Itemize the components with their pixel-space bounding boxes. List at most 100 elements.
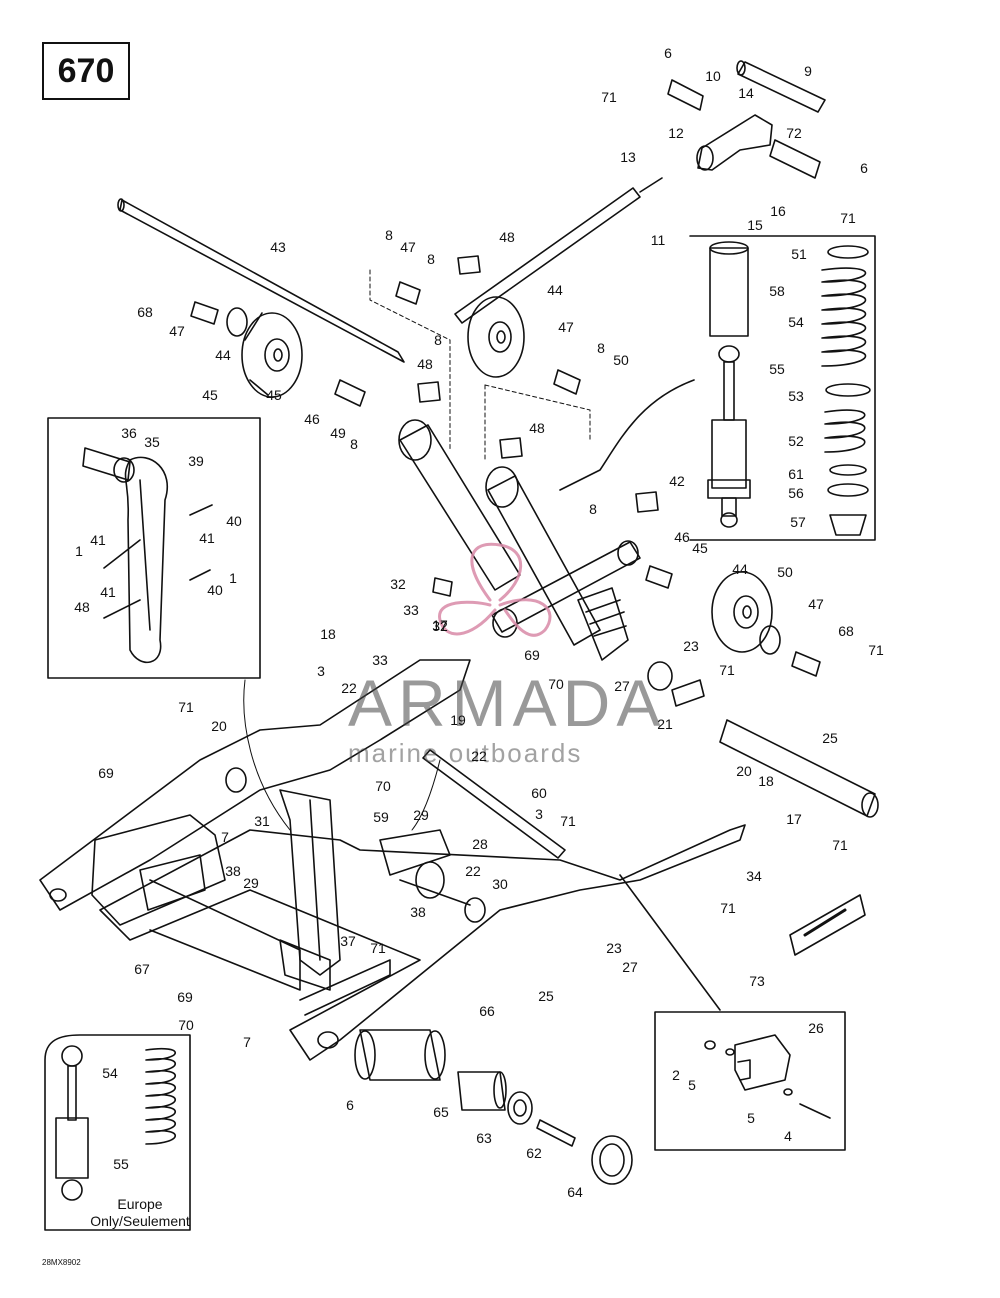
part-callout: 47 bbox=[169, 323, 185, 339]
part-callout: 8 bbox=[434, 332, 442, 348]
part-callout: 8 bbox=[589, 501, 597, 517]
inset-panel-26 bbox=[619, 874, 846, 1151]
inset-bracket-39 bbox=[47, 417, 261, 679]
europe-inset bbox=[44, 1034, 191, 1231]
part-callout: 72 bbox=[786, 125, 802, 141]
part-callout: 17 bbox=[786, 811, 802, 827]
drawing-code: 28MX8902 bbox=[42, 1258, 81, 1267]
part-callout: 55 bbox=[769, 361, 785, 377]
part-callout: 48 bbox=[74, 599, 90, 615]
part-callout: 25 bbox=[538, 988, 554, 1004]
part-callout: 10 bbox=[705, 68, 721, 84]
part-callout: 7 bbox=[221, 829, 229, 845]
part-callout: 49 bbox=[330, 425, 346, 441]
part-callout: 65 bbox=[433, 1104, 449, 1120]
part-callout: 40 bbox=[207, 582, 223, 598]
explosion-lines bbox=[369, 269, 591, 461]
europe-note-text: Europe Only/Seulement bbox=[90, 1196, 190, 1229]
part-callout: 6 bbox=[860, 160, 868, 176]
part-callout: 3 bbox=[535, 806, 543, 822]
part-callout: 36 bbox=[121, 425, 137, 441]
part-callout: 34 bbox=[746, 868, 762, 884]
part-callout: 4 bbox=[784, 1128, 792, 1144]
part-callout: 38 bbox=[410, 904, 426, 920]
part-callout: 51 bbox=[791, 246, 807, 262]
watermark-title: ARMADA bbox=[348, 666, 667, 740]
part-callout: 71 bbox=[719, 662, 735, 678]
part-callout: 23 bbox=[683, 638, 699, 654]
part-callout: 48 bbox=[417, 356, 433, 372]
part-callout: 41 bbox=[90, 532, 106, 548]
wheel-44-mid bbox=[467, 296, 525, 378]
part-callout: 47 bbox=[400, 239, 416, 255]
part-callout: 70 bbox=[375, 778, 391, 794]
rear-axle-group bbox=[354, 1029, 633, 1185]
part-callout: 67 bbox=[134, 961, 150, 977]
page-number-plate: 670 bbox=[42, 42, 130, 100]
part-callout: 46 bbox=[674, 529, 690, 545]
part-callout: 69 bbox=[98, 765, 114, 781]
wheel-44-left bbox=[241, 312, 303, 398]
part-callout: 70 bbox=[548, 676, 564, 692]
part-callout: 1 bbox=[229, 570, 237, 586]
part-callout: 27 bbox=[622, 959, 638, 975]
part-callout: 26 bbox=[808, 1020, 824, 1036]
part-callout: 6 bbox=[346, 1097, 354, 1113]
part-callout: 68 bbox=[137, 304, 153, 320]
part-callout: 73 bbox=[749, 973, 765, 989]
europe-only-note: Europe Only/Seulement bbox=[80, 1196, 200, 1230]
part-callout: 22 bbox=[465, 863, 481, 879]
tube-21 bbox=[719, 719, 879, 818]
shaft-24 bbox=[422, 749, 566, 859]
swing-arm-frame bbox=[39, 659, 746, 1061]
part-callout: 38 bbox=[225, 863, 241, 879]
part-callout: 64 bbox=[567, 1184, 583, 1200]
part-callout: 45 bbox=[692, 540, 708, 556]
part-callout: 18 bbox=[758, 773, 774, 789]
part-callout: 5 bbox=[747, 1110, 755, 1126]
part-callout: 20 bbox=[211, 718, 227, 734]
part-callout: 42 bbox=[669, 473, 685, 489]
part-callout: 46 bbox=[304, 411, 320, 427]
part-callout: 61 bbox=[788, 466, 804, 482]
part-callout: 68 bbox=[838, 623, 854, 639]
part-callout: 70 bbox=[178, 1017, 194, 1033]
part-callout: 8 bbox=[597, 340, 605, 356]
part-callout: 62 bbox=[526, 1145, 542, 1161]
part-callout: 50 bbox=[777, 564, 793, 580]
part-callout: 52 bbox=[788, 433, 804, 449]
part-callout: 37 bbox=[340, 933, 356, 949]
part-callout: 50 bbox=[613, 352, 629, 368]
part-callout: 14 bbox=[738, 85, 754, 101]
part-callout: 41 bbox=[199, 530, 215, 546]
part-callout: 19 bbox=[450, 712, 466, 728]
part-callout: 2 bbox=[672, 1067, 680, 1083]
shock-panel-frame bbox=[689, 235, 876, 541]
shaft-43 bbox=[117, 198, 405, 363]
part-callout: 71 bbox=[370, 940, 386, 956]
part-callout: 25 bbox=[822, 730, 838, 746]
part-callout: 35 bbox=[144, 434, 160, 450]
part-callout: 27 bbox=[614, 678, 630, 694]
part-callout: 47 bbox=[558, 319, 574, 335]
part-callout: 17 bbox=[432, 617, 448, 633]
part-callout: 20 bbox=[736, 763, 752, 779]
part-callout: 29 bbox=[243, 875, 259, 891]
part-callout: 15 bbox=[747, 217, 763, 233]
part-callout: 71 bbox=[560, 813, 576, 829]
watermark-subtitle: marine outboards bbox=[348, 738, 583, 768]
part-callout: 30 bbox=[492, 876, 508, 892]
part-callout: 56 bbox=[788, 485, 804, 501]
part-callout: 45 bbox=[202, 387, 218, 403]
part-callout: 71 bbox=[720, 900, 736, 916]
wheel-44-right bbox=[711, 571, 773, 653]
part-callout: 47 bbox=[808, 596, 824, 612]
part-callout: 66 bbox=[479, 1003, 495, 1019]
arm-12 bbox=[667, 79, 821, 179]
part-callout: 16 bbox=[770, 203, 786, 219]
part-callout: 59 bbox=[373, 809, 389, 825]
part-callout: 3 bbox=[317, 663, 325, 679]
leader-curves bbox=[243, 679, 441, 831]
